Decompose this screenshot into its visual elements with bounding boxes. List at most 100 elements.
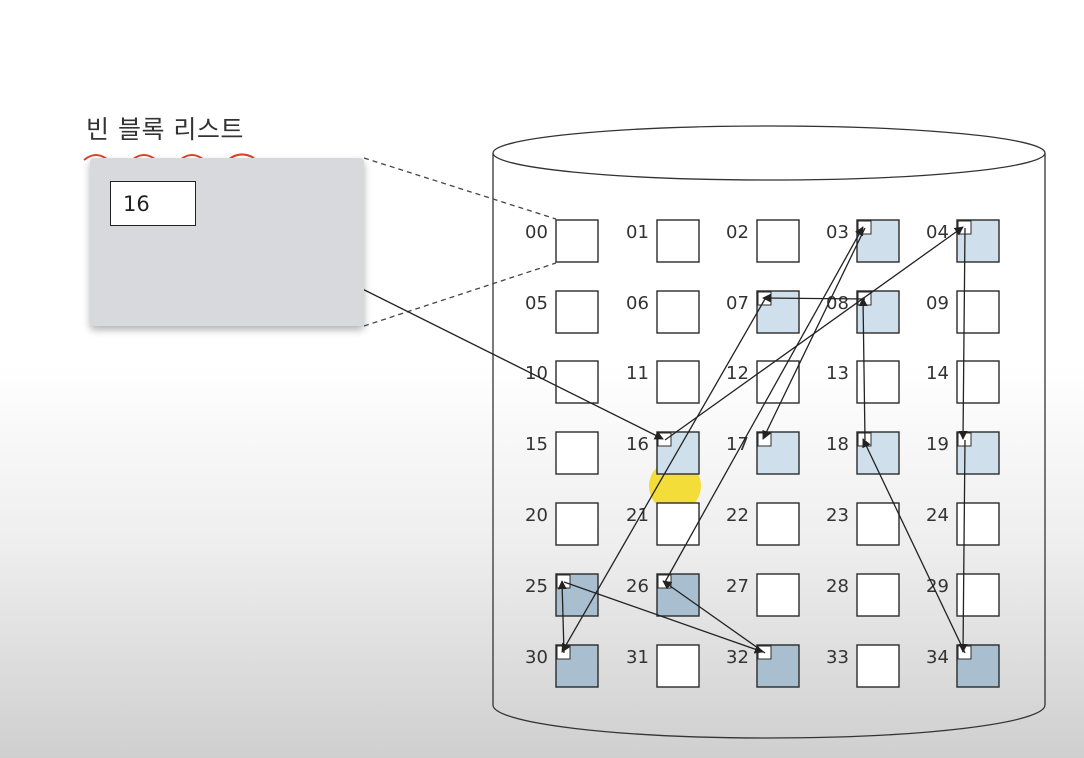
block-number: 17 [726, 434, 749, 455]
block-box [555, 290, 599, 334]
block-box [555, 431, 599, 475]
block-box [756, 219, 800, 263]
disk-block-27: 27 [726, 573, 800, 617]
block-number: 10 [525, 363, 548, 384]
disk-block-28: 28 [826, 573, 900, 617]
block-box [555, 219, 599, 263]
block-number: 31 [626, 647, 649, 668]
block-box [756, 573, 800, 617]
free-list-title: 빈 블록 리스트 [86, 115, 244, 144]
block-box [856, 360, 900, 404]
disk-block-13: 13 [826, 360, 900, 404]
disk-block-03: 03 [826, 219, 900, 263]
free-block-links [169, 192, 968, 654]
block-number: 27 [726, 576, 749, 597]
block-box [555, 502, 599, 546]
block-number: 23 [826, 505, 849, 526]
block-box [656, 219, 700, 263]
block-number: 14 [926, 363, 949, 384]
block-box [856, 644, 900, 688]
block-box [656, 360, 700, 404]
block-number: 18 [826, 434, 849, 455]
block-number: 25 [525, 576, 548, 597]
block-number: 05 [525, 293, 548, 314]
block-number: 06 [626, 293, 649, 314]
link-32-to-26 [662, 580, 766, 654]
disk-block-23: 23 [826, 502, 900, 546]
block-box [956, 502, 1000, 546]
block-box [856, 573, 900, 617]
block-number: 13 [826, 363, 849, 384]
disk-block-10: 10 [525, 360, 599, 404]
disk-block-14: 14 [926, 360, 1000, 404]
block-number: 03 [826, 222, 849, 243]
disk-block-33: 33 [826, 644, 900, 688]
block-number: 20 [525, 505, 548, 526]
block-box [956, 290, 1000, 334]
link-18-to-08 [858, 297, 868, 441]
block-number: 34 [926, 647, 949, 668]
disk-block-01: 01 [626, 219, 700, 263]
link-30-to-25 [557, 580, 567, 654]
disk-block-09: 09 [926, 290, 1000, 334]
disk-block-12: 12 [726, 360, 800, 404]
disk-block-07: 07 [726, 290, 800, 334]
block-number: 29 [926, 576, 949, 597]
disk-top [492, 125, 1046, 181]
block-number: 07 [726, 293, 749, 314]
link-19-to-34 [958, 439, 968, 653]
disk-cylinder [492, 125, 1046, 739]
link-25-to-32 [563, 581, 764, 654]
pointer-slot [556, 574, 571, 589]
pointer-slot [657, 432, 672, 447]
disk-block-22: 22 [726, 502, 800, 546]
disk-block-06: 06 [626, 290, 700, 334]
block-box [656, 502, 700, 546]
disk-block-00: 00 [525, 219, 599, 263]
block-number: 01 [626, 222, 649, 243]
block-number: 04 [926, 222, 949, 243]
block-box [656, 290, 700, 334]
disk-block-31: 31 [626, 644, 700, 688]
disk-block-11: 11 [626, 360, 700, 404]
link-34-to-18 [862, 438, 966, 654]
block-box [756, 360, 800, 404]
block-number: 15 [525, 434, 548, 455]
block-box [756, 502, 800, 546]
disk-block-02: 02 [726, 219, 800, 263]
disk-block-21: 21 [626, 502, 700, 546]
zoom-line-bottom [363, 262, 557, 327]
disk-block-08: 08 [826, 290, 900, 334]
block-number: 11 [626, 363, 649, 384]
disk-block-24: 24 [926, 502, 1000, 546]
block-number: 02 [726, 222, 749, 243]
zoom-line-top [363, 157, 557, 220]
block-number: 16 [626, 434, 649, 455]
block-box [856, 502, 900, 546]
block-number: 09 [926, 293, 949, 314]
disk-block-26: 26 [626, 573, 700, 617]
block-number: 28 [826, 576, 849, 597]
disk-blocks: 00 01 02 03 04 05 06 07 08 09 10 11 12 13 14 15 16 17 18 19… [525, 219, 1000, 688]
disk-body [492, 153, 1046, 739]
disk-block-04: 04 [926, 219, 1000, 263]
disk-block-18: 18 [826, 431, 900, 475]
block-number: 26 [626, 576, 649, 597]
disk-block-15: 15 [525, 431, 599, 475]
link-04-to-19 [958, 227, 968, 440]
link-26-to-03 [664, 226, 864, 583]
block-number: 33 [826, 647, 849, 668]
disk-block-05: 05 [525, 290, 599, 334]
disk-block-20: 20 [525, 502, 599, 546]
block-number: 22 [726, 505, 749, 526]
block-box [555, 644, 599, 688]
block-number: 19 [926, 434, 949, 455]
free-list-head-pointer: 16 [110, 181, 196, 226]
block-number: 32 [726, 647, 749, 668]
link-03-to-17 [762, 227, 866, 440]
block-number: 00 [525, 222, 548, 243]
block-number: 12 [726, 363, 749, 384]
block-number: 30 [525, 647, 548, 668]
block-box [656, 644, 700, 688]
